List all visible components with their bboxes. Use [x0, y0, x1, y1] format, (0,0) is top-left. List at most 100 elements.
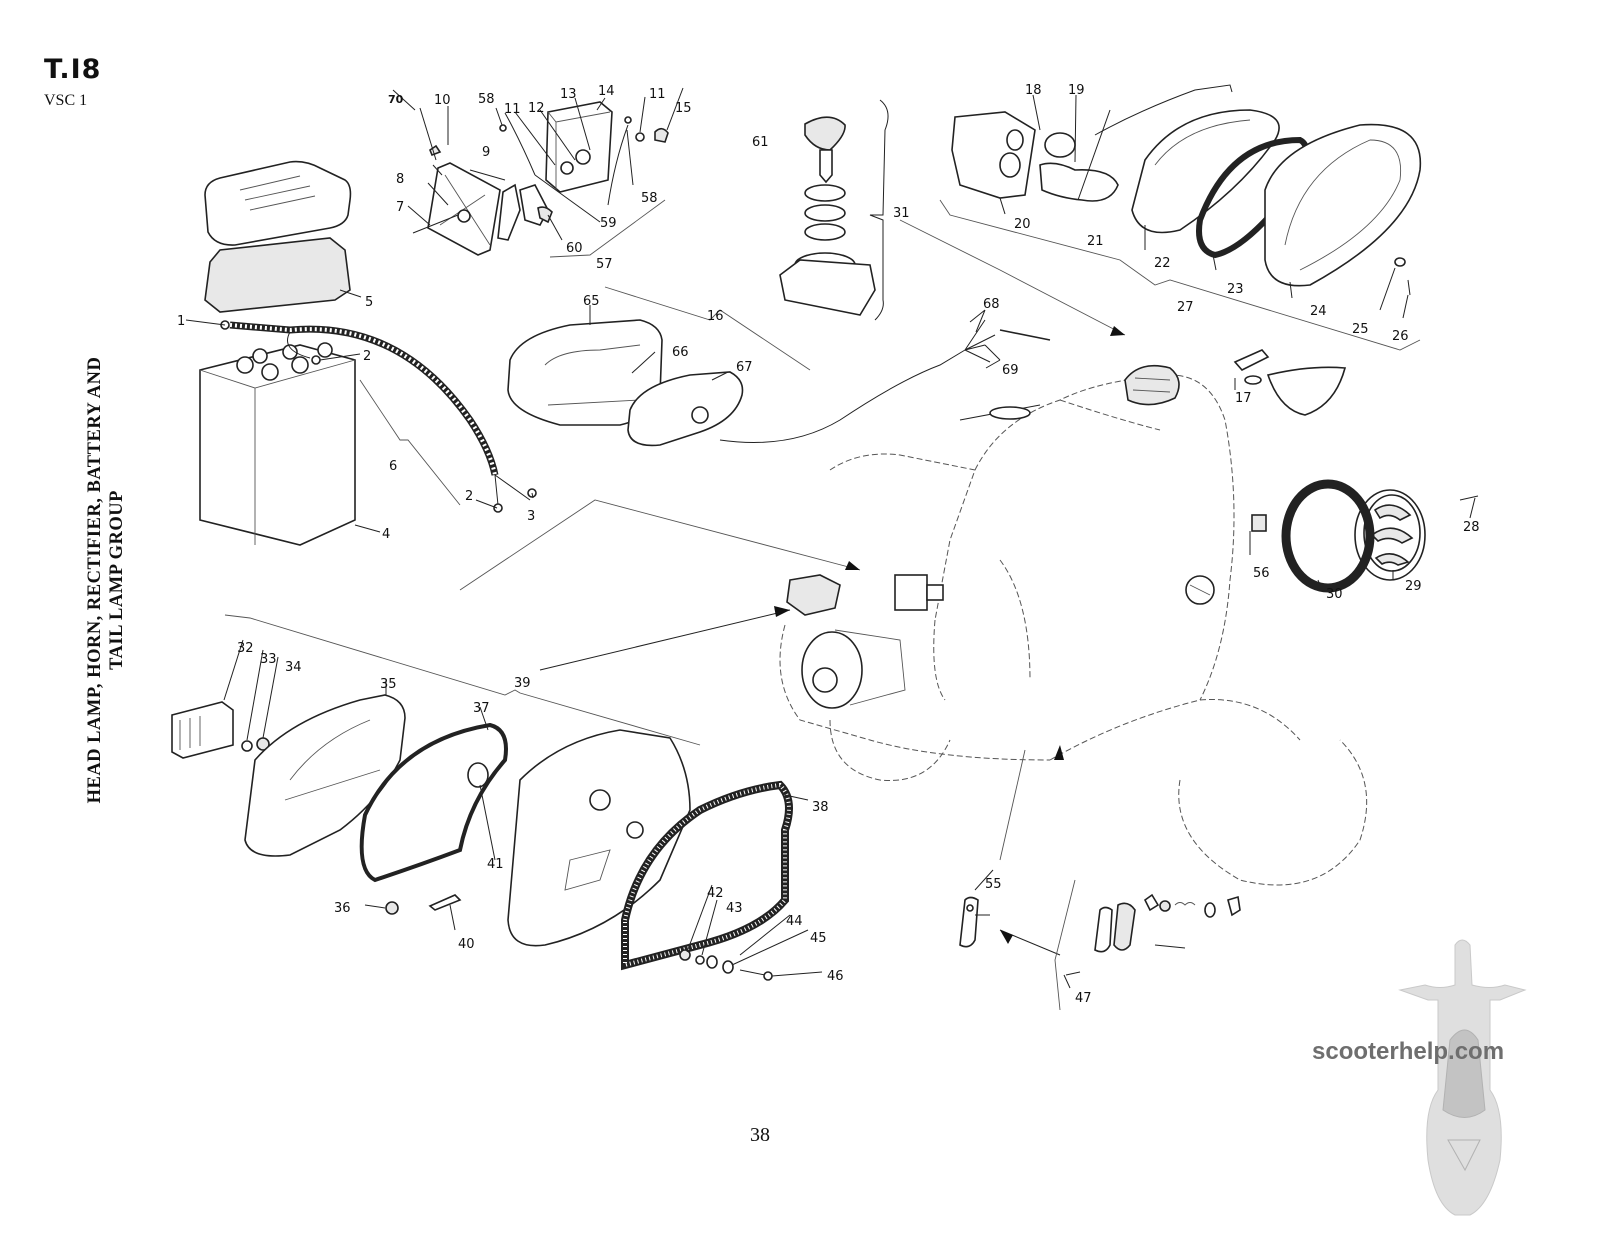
callout-3: 3	[527, 509, 535, 524]
callout-13: 13	[560, 87, 577, 102]
callout-33: 33	[260, 652, 277, 667]
callout-61: 61	[752, 135, 769, 150]
callout-1: 1	[177, 314, 185, 329]
rectifier-assembly	[412, 101, 669, 256]
scooter-outline	[779, 329, 1368, 886]
plate-code: T.I8	[44, 54, 102, 85]
callout-11: 11	[504, 102, 521, 117]
callout-5: 5	[365, 295, 373, 310]
callout-55: 55	[985, 877, 1002, 892]
callout-10: 10	[434, 93, 451, 108]
callout-7: 7	[396, 200, 404, 215]
tail-lamp-gasket-37	[359, 722, 508, 883]
bulb-18	[1044, 132, 1076, 158]
callout-30: 30	[1326, 587, 1343, 602]
callout-70: 70	[388, 93, 404, 106]
rectifier-on-scooter	[894, 574, 944, 611]
callout-38: 38	[812, 800, 829, 815]
callout-58: 58	[641, 191, 658, 206]
speedometer-housing	[951, 111, 1036, 199]
callout-47: 47	[1075, 991, 1092, 1006]
tail-lamp-housing	[507, 729, 691, 947]
callout-68: 68	[983, 297, 1000, 312]
callout-4: 4	[382, 527, 390, 542]
callout-66: 66	[672, 345, 689, 360]
headlamp-screw	[1394, 257, 1411, 296]
screw-47	[1065, 971, 1081, 976]
callout-45: 45	[810, 931, 827, 946]
headlamp-on-scooter	[1124, 364, 1180, 406]
callout-58: 58	[478, 92, 495, 107]
callout-67: 67	[736, 360, 753, 375]
stop-switch-55	[959, 896, 990, 948]
callout-57: 57	[596, 257, 613, 272]
nut-33	[241, 740, 253, 752]
callout-24: 24	[1310, 304, 1327, 319]
battery-cables	[220, 320, 537, 513]
tail-lamp-wire-harness	[719, 319, 996, 443]
callout-59: 59	[600, 216, 617, 231]
callout-15: 15	[675, 101, 692, 116]
stop-switch-assembly	[1094, 893, 1241, 953]
callout-37: 37	[473, 701, 490, 716]
callout-17: 17	[1235, 391, 1252, 406]
callout-14: 14	[598, 84, 615, 99]
headlamp-rim	[1264, 123, 1422, 287]
leader-lines	[185, 87, 1476, 1011]
callout-34: 34	[285, 660, 302, 675]
tail-lamp-gasket-38	[621, 780, 793, 971]
callout-19: 19	[1068, 83, 1085, 98]
callout-11: 11	[649, 87, 666, 102]
watermark-text: scooterhelp.com	[1312, 1038, 1505, 1065]
model-code: VSC 1	[44, 92, 88, 109]
callout-21: 21	[1087, 234, 1104, 249]
arrow-icon	[1000, 930, 1013, 944]
callout-44: 44	[786, 914, 803, 929]
callout-18: 18	[1025, 83, 1042, 98]
callout-20: 20	[1014, 217, 1031, 232]
callout-39: 39	[514, 676, 531, 691]
callout-labels: 1 2 2 3 4 5 6 7 8 9 10 11 11 12 13 14 15…	[177, 83, 1480, 1006]
bulb-41	[467, 762, 489, 788]
callout-26: 26	[1392, 329, 1409, 344]
tail-lamp-base-67	[627, 371, 744, 447]
tail-lamp-body-35	[244, 694, 406, 857]
callout-60: 60	[566, 241, 583, 256]
lamp-holder-36	[385, 901, 399, 915]
battery-seal	[204, 237, 351, 313]
callout-28: 28	[1463, 520, 1480, 535]
speedometer-cable	[1094, 84, 1233, 136]
horn-on-scooter	[1185, 575, 1215, 605]
callout-29: 29	[1405, 579, 1422, 594]
callout-35: 35	[380, 677, 397, 692]
callout-65: 65	[583, 294, 600, 309]
callout-9: 9	[482, 145, 490, 160]
callout-6: 6	[389, 459, 397, 474]
callout-56: 56	[1253, 566, 1270, 581]
callout-40: 40	[458, 937, 475, 952]
horn	[1354, 489, 1426, 581]
tail-lamp-on-scooter	[786, 574, 841, 616]
arrow-icon	[1054, 745, 1064, 760]
callout-43: 43	[726, 901, 743, 916]
callout-42: 42	[707, 886, 724, 901]
callout-27: 27	[1177, 300, 1194, 315]
flywheel-magneto	[801, 629, 906, 709]
callout-41: 41	[487, 857, 504, 872]
headlamp-bulb-17	[1233, 349, 1347, 416]
battery-cover	[204, 160, 352, 246]
festoon-bulb-40	[428, 894, 462, 911]
callout-8: 8	[396, 172, 404, 187]
arrow-icon	[774, 606, 790, 617]
callout-32: 32	[237, 641, 254, 656]
callout-16: 16	[707, 309, 724, 324]
callout-36: 36	[334, 901, 351, 916]
battery	[199, 342, 356, 546]
callout-31: 31	[893, 206, 910, 221]
horn-screw	[1459, 495, 1479, 501]
callout-23: 23	[1227, 282, 1244, 297]
callout-69: 69	[1002, 363, 1019, 378]
callout-12: 12	[528, 101, 545, 116]
callout-46: 46	[827, 969, 844, 984]
